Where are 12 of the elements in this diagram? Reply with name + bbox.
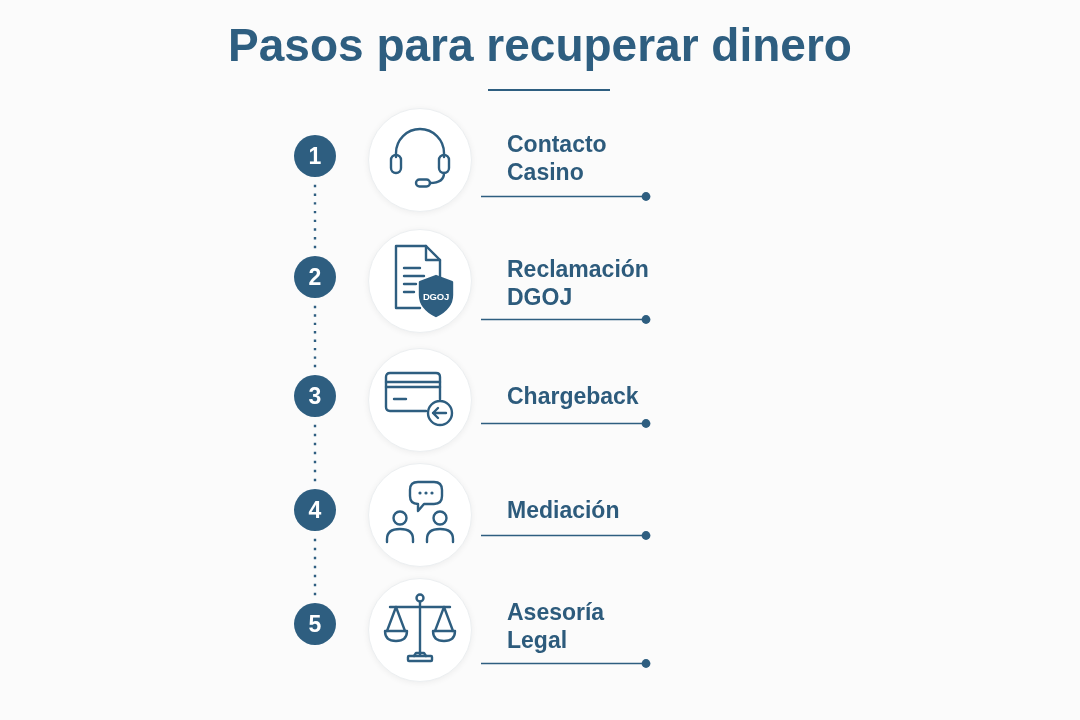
shield-text: DGOJ	[422, 292, 450, 302]
step-label: Asesoría Legal	[507, 598, 605, 654]
step-label: Contacto Casino	[507, 130, 607, 186]
step-number-circle: 5	[294, 603, 336, 645]
step-number-circle: 1	[294, 135, 336, 177]
step-label: Chargeback	[507, 382, 639, 410]
step-number-circle: 4	[294, 489, 336, 531]
title: Pasos para recuperar dinero	[228, 18, 852, 73]
step-number-circle: 3	[294, 375, 336, 417]
step-label: Reclamación DGOJ	[507, 255, 649, 311]
step-number-circle: 2	[294, 256, 336, 298]
step-label: Mediación	[507, 496, 620, 524]
